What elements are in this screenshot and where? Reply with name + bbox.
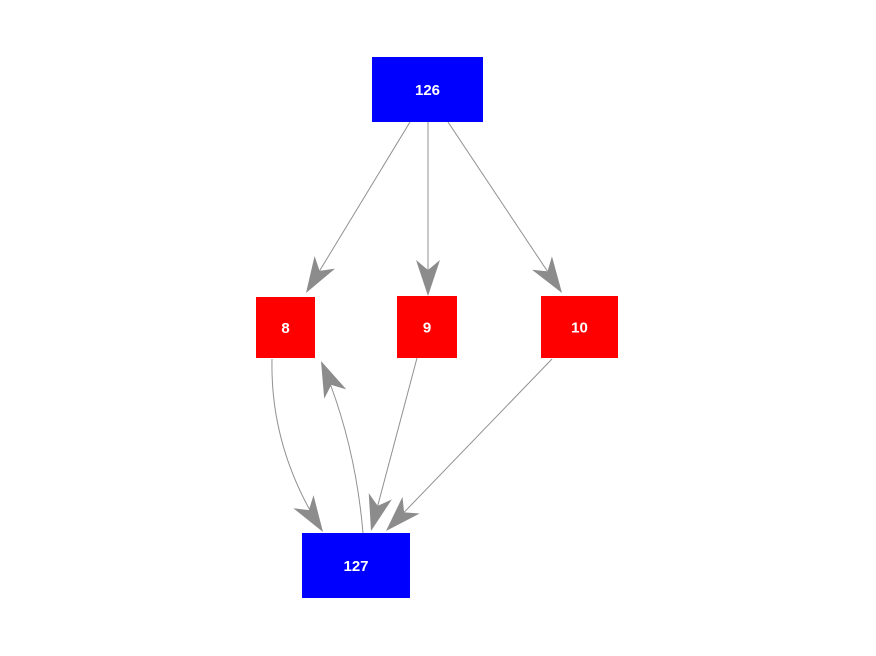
edge-10-to-127 (403, 358, 553, 513)
node-9[interactable] (397, 296, 457, 358)
node-8[interactable] (256, 297, 315, 358)
edge-8-to-127 (271, 358, 310, 510)
arrowhead-8-to-127 (293, 495, 323, 532)
edge-9-to-127 (377, 357, 418, 507)
edge-126-to-8 (319, 121, 411, 272)
arrowhead-126-to-9 (416, 260, 440, 296)
arrowhead-127-to-8 (321, 361, 347, 399)
arrowhead-10-to-127 (386, 496, 420, 531)
node-127[interactable] (302, 533, 410, 598)
arrowhead-126-to-10 (532, 256, 562, 293)
node-126[interactable] (372, 57, 483, 122)
edge-126-to-10 (447, 121, 548, 272)
arrowhead-126-to-8 (306, 256, 336, 293)
edge-127-to-8 (330, 384, 364, 534)
arrowhead-9-to-127 (368, 493, 392, 531)
node-10[interactable] (541, 296, 618, 358)
